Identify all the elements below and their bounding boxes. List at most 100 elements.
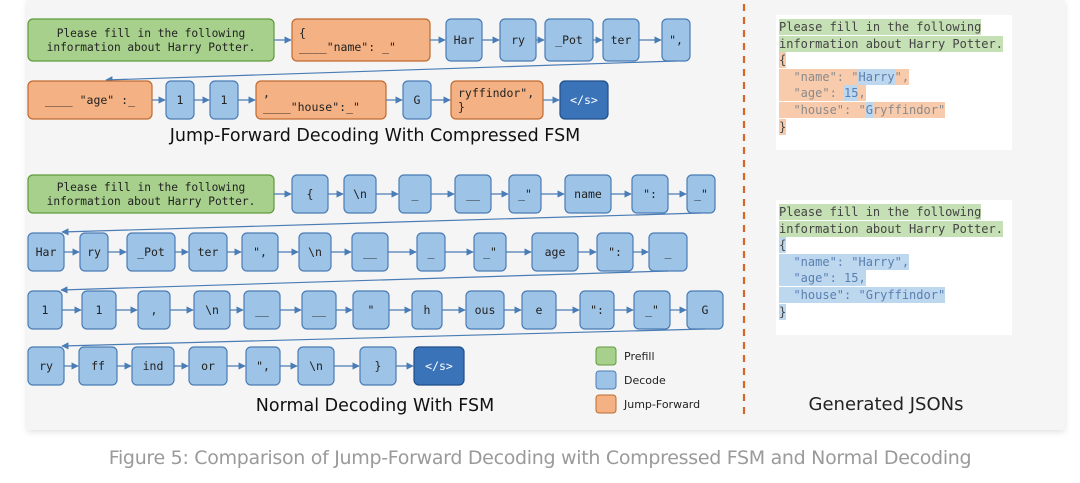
token-box [413, 346, 465, 386]
token-text: ____"house":_" [263, 100, 360, 114]
top-row0-token-2: Har [445, 18, 483, 62]
token-text: _Pot [137, 245, 165, 259]
token-text: _ [412, 187, 419, 201]
token-text: ous [475, 303, 496, 317]
top-row1-token-5: ryffindor",} [450, 80, 544, 120]
token-text: \n [205, 303, 219, 317]
bottom-row2-token-9: e [521, 290, 557, 330]
token-text: ", [253, 245, 267, 259]
row-wrap-arrow [61, 328, 706, 350]
token-text: information about Harry Potter. [47, 195, 256, 208]
jump-forward-section-title: Jump-Forward Decoding With Compressed FS… [169, 126, 581, 146]
figure-caption: Figure 5: Comparison of Jump-Forward Dec… [108, 447, 972, 469]
legend-item-jump: Jump-Forward [595, 394, 700, 414]
legend-item-prefill: Prefill [595, 346, 655, 366]
json-line: information about Harry Potter. [779, 35, 1008, 53]
json-segment: "name": " [779, 68, 859, 85]
top-row1-token-1: 1 [165, 80, 195, 120]
json-segment: 15 [844, 85, 859, 102]
token-text: Please fill in the following [57, 27, 246, 40]
bottom-row0-token-8: _" [686, 174, 716, 214]
token-text: G [414, 93, 421, 107]
json-segment: "name": "Harry", [779, 253, 910, 270]
bottom-row0-token-2: \n [343, 174, 377, 214]
legend-swatch [595, 370, 617, 390]
token-text: _" [518, 187, 532, 201]
bottom-row0-token-5: _" [508, 174, 542, 214]
bottom-row0-token-7: ": [631, 174, 669, 214]
token-text: Har [454, 33, 475, 47]
bottom-row2-token-10: ": [579, 290, 615, 330]
legend-label: Decode [624, 374, 666, 387]
bottom-row2-token-0: 1 [27, 290, 63, 330]
token-box [27, 18, 275, 62]
token-text: ", [256, 359, 270, 373]
token-text: h [424, 303, 431, 317]
json-segment: "age": [779, 85, 845, 102]
bottom-row3-token-0: ry [27, 346, 65, 386]
bottom-row3-token-7: </s> [413, 346, 465, 386]
bottom-row1-token-2: _Pot [126, 232, 176, 272]
token-text: Please fill in the following [57, 181, 246, 194]
token-text: ind [143, 359, 164, 373]
top-row1-token-2: 1 [209, 80, 239, 120]
json-line: information about Harry Potter. [779, 220, 1008, 238]
bottom-row2-token-2: , [137, 290, 171, 330]
legend-label: Jump-Forward [623, 398, 700, 411]
json-segment: , [858, 85, 866, 102]
token-text: _" [645, 303, 659, 317]
bottom-row1-token-7: _ [416, 232, 446, 272]
bottom-row1-token-10: ": [596, 232, 634, 272]
bottom-row1-token-0: Har [27, 232, 65, 272]
token-text: , [263, 86, 270, 100]
token-text: ____"name": _" [299, 40, 396, 54]
bottom-row3-token-5: \n [297, 346, 335, 386]
token-text: _" [694, 187, 708, 201]
bottom-row0-token-6: name [564, 174, 612, 214]
json-segment: { [779, 52, 787, 69]
json-line: "name": "Harry", [779, 68, 1008, 86]
json-line: "house": "Gryffindor" [779, 101, 1008, 119]
top-row0-token-4: _Pot [544, 18, 594, 62]
json-line: } [779, 118, 1008, 136]
token-text: ry [39, 359, 53, 373]
json-line: "house": "Gryffindor" [779, 286, 1008, 304]
token-text: { [299, 26, 306, 40]
token-text: ry [511, 33, 525, 47]
json-segment: Please fill in the following [779, 204, 982, 220]
json-line: "age": 15, [779, 270, 1008, 287]
bottom-row2-token-11: _" [633, 290, 671, 330]
token-text: __ [363, 245, 377, 259]
token-text: 1 [42, 303, 49, 317]
json-line: "name": "Harry", [779, 253, 1008, 271]
top-row0-token-6: ", [661, 18, 691, 62]
token-text: </s> [570, 93, 598, 107]
bottom-row1-token-5: \n [298, 232, 332, 272]
legend-item-decode: Decode [595, 370, 666, 390]
top-row0-token-3: ry [499, 18, 537, 62]
row-wrap-arrow [61, 212, 702, 236]
token-text: { [307, 187, 314, 201]
token-text: ter [611, 33, 632, 47]
token-text: __ [312, 303, 326, 317]
json-segment: "age": 15, [779, 270, 866, 287]
token-text: ff [91, 359, 105, 373]
legend-swatch [595, 394, 617, 414]
row-wrap-arrow [60, 270, 669, 294]
token-text: or [201, 359, 215, 373]
token-text: ", [669, 33, 683, 47]
token-text: } [375, 359, 382, 373]
bottom-row2-token-1: 1 [81, 290, 117, 330]
json-segment: Harry [858, 68, 895, 85]
top-row1-token-0: ____ "age" :_ [27, 80, 153, 120]
token-text: _ [665, 245, 672, 259]
bottom-row0-token-0: Please fill in the followinginformation … [27, 174, 275, 214]
legend-swatch [595, 346, 617, 366]
token-text: _" [483, 245, 497, 259]
token-text: _ [428, 245, 435, 259]
top-row1-token-3: ,____"house":_" [255, 80, 387, 120]
json-segment: } [779, 118, 787, 135]
decoding-diagram: Please fill in the followinginformation … [27, 4, 746, 416]
token-text: information about Harry Potter. [47, 41, 256, 54]
